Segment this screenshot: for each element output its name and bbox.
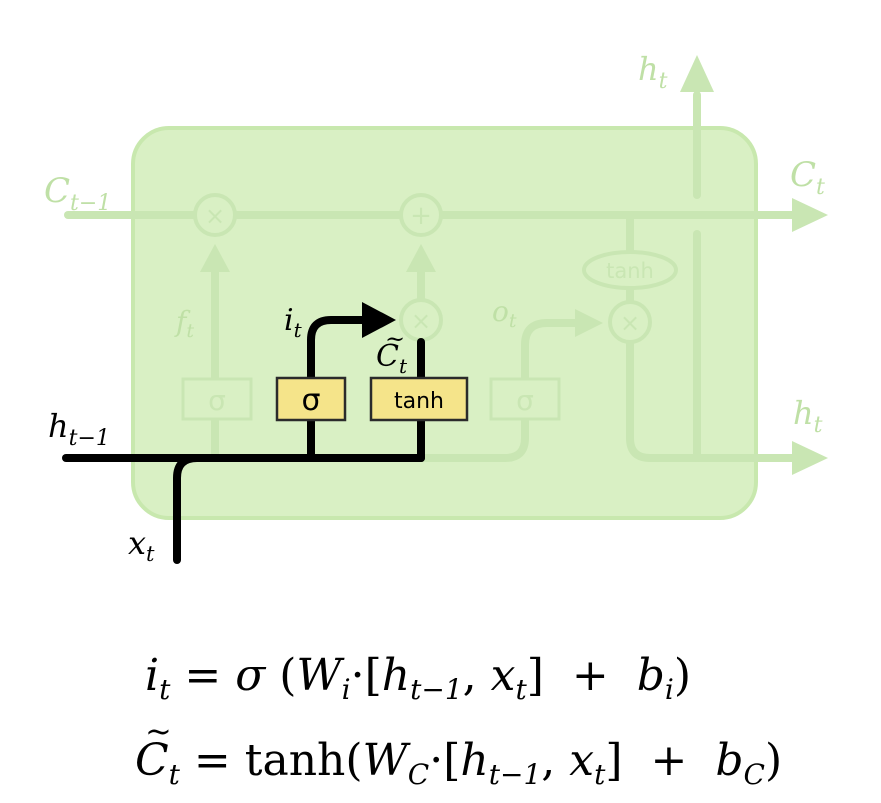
faded-arrowheads xyxy=(200,55,828,475)
output-multiply-node xyxy=(608,300,652,344)
cell-state-arrowhead xyxy=(792,198,828,232)
cell-tanh-node xyxy=(582,250,678,290)
c-tilde-accent: ~ xyxy=(385,325,405,353)
highlight-labels: ht−1 xt it Ct ~ xyxy=(48,303,408,566)
output-right-arrowhead xyxy=(575,309,603,337)
highlight-paths xyxy=(62,316,425,564)
faded-labels: Ct−1 Ct ht ht ft ot xyxy=(44,50,825,438)
ht-right-arrowhead xyxy=(792,441,828,475)
highlight-gates: σ tanh xyxy=(275,376,469,422)
input-multiply-symbol: × xyxy=(411,307,431,335)
x-t-label: xt xyxy=(128,524,155,566)
forget-gate-box xyxy=(181,377,253,421)
h-top-label: ht xyxy=(638,50,668,94)
candidate-gate-label: tanh xyxy=(394,389,444,414)
input-gate-label: σ xyxy=(301,383,320,418)
add-node xyxy=(399,193,443,237)
c-t-label: Ct xyxy=(790,155,825,200)
c-prev-label: Ct−1 xyxy=(44,171,111,216)
equation-candidate-accent: ~ xyxy=(145,712,172,750)
cell-tanh-label: tanh xyxy=(606,259,654,283)
output-multiply-symbol: × xyxy=(620,309,640,337)
equations: it = σ (Wi·[ht−1, xt] + bi) Ct = tanh(WC… xyxy=(135,650,782,791)
input-gate-arrowhead xyxy=(362,302,396,338)
equation-candidate: Ct = tanh(WC·[ht−1, xt] + bC) xyxy=(135,735,782,791)
forget-multiply-node xyxy=(193,193,237,237)
equation-input-gate: it = σ (Wi·[ht−1, xt] + bi) xyxy=(145,650,691,706)
forget-multiply-symbol: × xyxy=(205,202,225,230)
add-symbol: + xyxy=(410,201,432,231)
candidate-gate-box xyxy=(369,376,469,422)
output-gate-box xyxy=(489,377,561,421)
h-right-label: ht xyxy=(793,394,823,438)
c-tilde-label: Ct xyxy=(376,339,408,378)
ht-up-arrowhead xyxy=(680,55,714,92)
input-gate-out-path xyxy=(307,316,370,382)
mult-to-ht-path xyxy=(626,339,804,462)
forget-gate-label: σ xyxy=(208,384,226,417)
input-add-up-arrowhead xyxy=(406,244,436,272)
forget-up-arrowhead xyxy=(200,244,230,272)
i-t-label: it xyxy=(284,303,303,342)
faded-operators: × + × × tanh σ σ xyxy=(181,193,678,421)
input-gate-box xyxy=(275,376,347,422)
o-t-label: ot xyxy=(492,295,517,332)
output-gate-label: σ xyxy=(516,384,534,417)
x-t-path xyxy=(173,454,201,564)
h-prev-label: ht−1 xyxy=(48,407,110,451)
